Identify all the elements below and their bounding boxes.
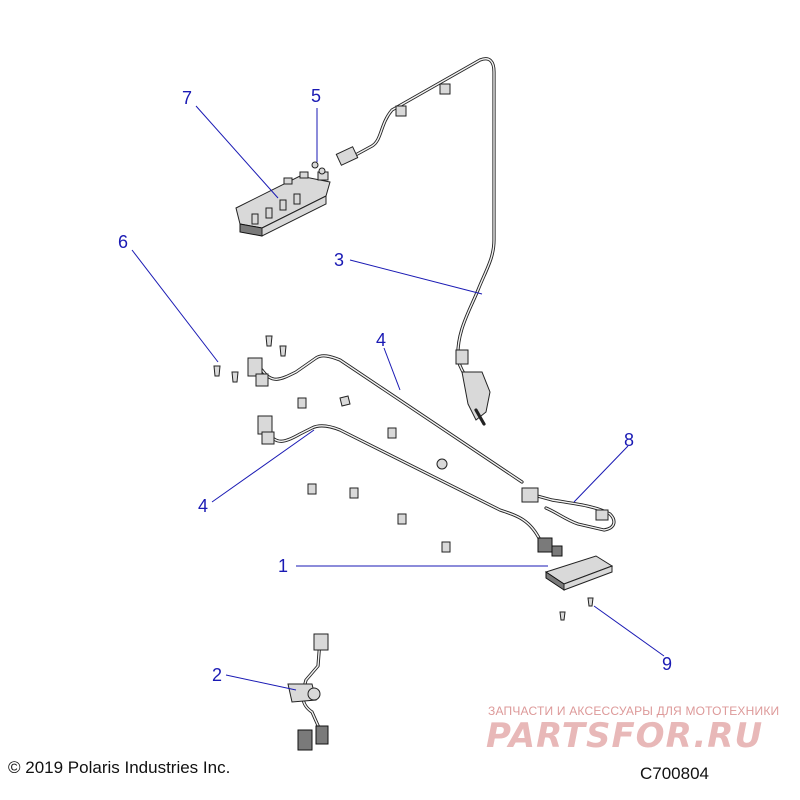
callout-7: 7 — [182, 88, 192, 108]
callout-8: 8 — [624, 430, 634, 450]
part-4-harness-upper — [247, 354, 524, 484]
part-5-nut — [311, 161, 326, 175]
watermark-tagline: ЗАПЧАСТИ И АКСЕССУАРЫ ДЛЯ МОТОТЕХНИКИ — [488, 704, 780, 718]
harness-clips — [297, 395, 451, 553]
callout-5: 5 — [311, 86, 321, 106]
leader-2 — [225, 674, 297, 691]
callout-2: 2 — [212, 665, 222, 685]
part-3-harness — [335, 57, 496, 426]
callout-6: 6 — [118, 232, 128, 252]
leader-7 — [195, 105, 279, 199]
leader-6 — [131, 249, 219, 363]
part-7-relay-block — [235, 171, 331, 237]
leader-3 — [349, 259, 483, 295]
part-2-sensor — [287, 633, 329, 751]
part-6-screws — [213, 335, 287, 383]
leader-8 — [573, 445, 629, 503]
callout-4-upper: 4 — [376, 330, 386, 350]
callout-3: 3 — [334, 250, 344, 270]
leader-4a — [383, 347, 401, 391]
part-1-module — [537, 537, 614, 591]
watermark-logo: PARTSFOR.RU — [486, 716, 764, 756]
callout-9: 9 — [662, 654, 672, 674]
callout-4-lower: 4 — [198, 496, 208, 516]
copyright-text: © 2019 Polaris Industries Inc. — [8, 758, 231, 777]
leader-9 — [593, 605, 665, 657]
diagram-code: C700804 — [640, 764, 710, 783]
part-4-harness-lower — [257, 415, 542, 542]
part-8-harness — [521, 487, 616, 532]
part-9-screws — [559, 597, 594, 621]
callout-1: 1 — [278, 556, 288, 576]
leader-4b — [211, 429, 315, 503]
